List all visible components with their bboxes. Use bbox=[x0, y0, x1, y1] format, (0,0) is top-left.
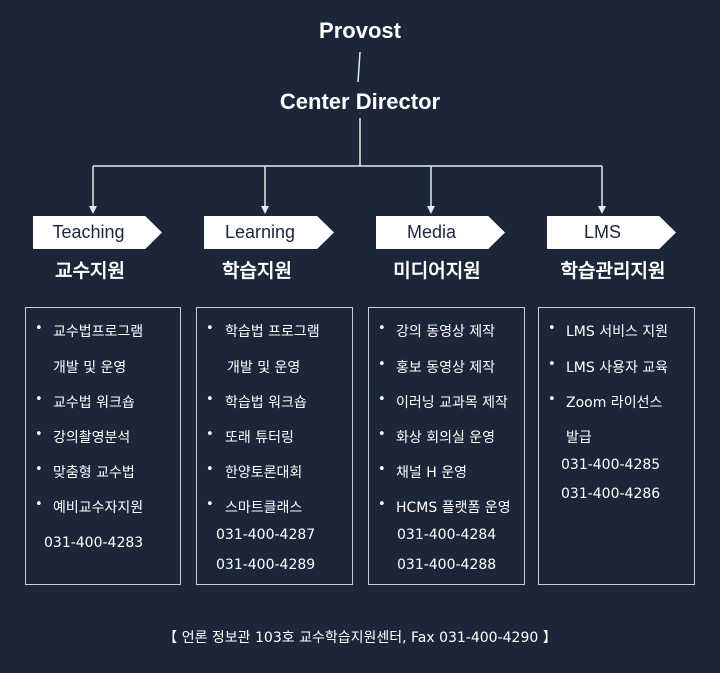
bullet: • bbox=[35, 462, 43, 477]
phone-number: 031-400-4287 bbox=[216, 527, 316, 543]
bullet: • bbox=[35, 497, 43, 512]
center-director-title: Center Director bbox=[279, 89, 441, 114]
list-item: 스마트클래스 bbox=[225, 500, 303, 516]
media-dept-name: 미디어지원 bbox=[393, 260, 481, 282]
learning-box: • 학습법 프로그램 개발 및 운영 • 학습법 워크숍 • 또래 튜터링 • … bbox=[196, 307, 353, 585]
bullet: • bbox=[378, 427, 386, 442]
teaching-box: • 교수법프로그램 개발 및 운영 • 교수법 워크숍 • 강의촬영분석 • 맞… bbox=[25, 307, 181, 585]
phone-number: 031-400-4283 bbox=[44, 535, 144, 551]
bullet: • bbox=[35, 392, 43, 407]
lms-tag: LMS bbox=[547, 216, 676, 249]
list-item: 이러닝 교과목 제작 bbox=[396, 395, 508, 411]
teaching-tag: Teaching bbox=[33, 216, 162, 249]
list-item: LMS 사용자 교육 bbox=[566, 360, 669, 376]
media-tag-label: Media bbox=[406, 222, 457, 242]
list-item: 홍보 동영상 제작 bbox=[396, 360, 496, 376]
media-box: • 강의 동영상 제작 • 홍보 동영상 제작 • 이러닝 교과목 제작 • 화… bbox=[368, 307, 525, 585]
list-item: 맞춤형 교수법 bbox=[53, 465, 135, 481]
list-item: 교수법 워크숍 bbox=[53, 395, 135, 411]
lms-tag-label: LMS bbox=[583, 222, 621, 242]
media-tag: Media bbox=[376, 216, 505, 249]
lms-box: • LMS 서비스 지원 • LMS 사용자 교육 • Zoom 라이선스 발급… bbox=[538, 307, 695, 585]
phone-number: 031-400-4289 bbox=[216, 557, 316, 573]
bullet: • bbox=[206, 321, 214, 336]
list-item: 강의촬영분석 bbox=[53, 430, 131, 446]
bullet: • bbox=[206, 497, 214, 512]
phone-number: 031-400-4286 bbox=[561, 486, 661, 502]
provost-title: Provost bbox=[319, 18, 401, 43]
bullet: • bbox=[548, 392, 556, 407]
provost-director-connector bbox=[357, 51, 361, 83]
learning-tag-label: Learning bbox=[224, 222, 296, 242]
list-item: 개발 및 운영 bbox=[227, 360, 301, 376]
phone-number: 031-400-4284 bbox=[397, 527, 497, 543]
branch-arrow-teaching bbox=[89, 166, 97, 214]
branch-arrow-learning bbox=[261, 166, 269, 214]
list-item: Zoom 라이선스 bbox=[566, 395, 663, 411]
list-item: 교수법프로그램 bbox=[53, 324, 144, 340]
phone-number: 031-400-4285 bbox=[561, 457, 661, 473]
bullet: • bbox=[378, 497, 386, 512]
list-item: 강의 동영상 제작 bbox=[396, 324, 496, 340]
teaching-dept-name: 교수지원 bbox=[55, 260, 125, 282]
footer-address: 【 언론 정보관 103호 교수학습지원센터, Fax 031-400-4290… bbox=[163, 630, 557, 646]
learning-tag: Learning bbox=[204, 216, 334, 249]
list-item: LMS 서비스 지원 bbox=[566, 324, 669, 340]
bullet: • bbox=[548, 321, 556, 336]
bullet: • bbox=[35, 321, 43, 336]
learning-dept-name: 학습지원 bbox=[222, 260, 292, 282]
bullet: • bbox=[378, 392, 386, 407]
list-item: 화상 회의실 운영 bbox=[396, 430, 496, 446]
list-item: 발급 bbox=[566, 430, 592, 446]
list-item: 개발 및 운영 bbox=[53, 360, 127, 376]
bullet: • bbox=[206, 427, 214, 442]
lms-dept-name: 학습관리지원 bbox=[560, 260, 666, 282]
list-item: 또래 튜터링 bbox=[225, 430, 294, 446]
bullet: • bbox=[378, 357, 386, 372]
phone-number: 031-400-4288 bbox=[397, 557, 497, 573]
list-item: HCMS 플랫폼 운영 bbox=[396, 500, 511, 516]
bullet: • bbox=[378, 321, 386, 336]
list-item: 예비교수자지원 bbox=[53, 500, 144, 516]
teaching-tag-label: Teaching bbox=[52, 222, 125, 242]
list-item: 학습법 프로그램 bbox=[225, 324, 320, 340]
list-item: 채널 H 운영 bbox=[396, 465, 467, 481]
bullet: • bbox=[378, 462, 386, 477]
branch-arrow-media bbox=[427, 166, 435, 214]
list-item: 학습법 워크숍 bbox=[225, 395, 307, 411]
bullet: • bbox=[206, 392, 214, 407]
list-item: 한양토론대회 bbox=[225, 465, 303, 481]
bullet: • bbox=[548, 357, 556, 372]
bullet: • bbox=[35, 427, 43, 442]
branch-arrow-lms bbox=[598, 166, 606, 214]
bullet: • bbox=[206, 462, 214, 477]
